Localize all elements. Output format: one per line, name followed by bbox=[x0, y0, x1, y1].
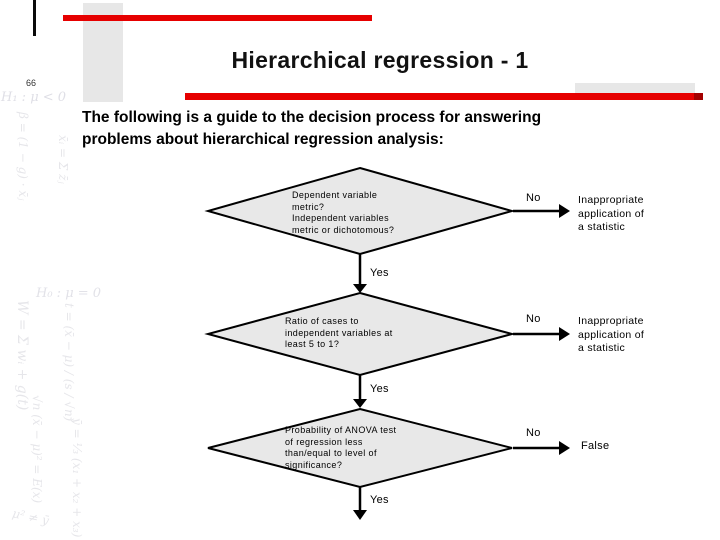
arrowhead-right-1 bbox=[559, 204, 570, 218]
decision-2-text: Ratio of cases to independent variables … bbox=[285, 316, 393, 349]
arrowhead-down-1 bbox=[353, 284, 367, 293]
no-label-2: No bbox=[526, 313, 541, 325]
watermark-formula: H₀ : μ = 0 bbox=[36, 286, 102, 301]
watermark-formula: H₁ : μ < 0 bbox=[1, 90, 67, 105]
no-result-1: Inappropriate application of a statistic bbox=[578, 194, 645, 233]
yes-label-3: Yes bbox=[370, 494, 389, 506]
top-red-accent-bar bbox=[63, 15, 372, 21]
yes-label-1: Yes bbox=[370, 267, 389, 279]
arrowhead-right-3 bbox=[559, 441, 570, 455]
slide-title: Hierarchical regression - 1 bbox=[231, 47, 529, 73]
no-result-2: Inappropriate application of a statistic bbox=[578, 315, 645, 354]
intro-line-1: The following is a guide to the decision… bbox=[82, 109, 542, 126]
red-bar-end-cap bbox=[694, 93, 703, 100]
no-result-3: False bbox=[581, 440, 610, 452]
arrowhead-right-2 bbox=[559, 327, 570, 341]
arrowhead-down-2 bbox=[353, 399, 367, 408]
arrowhead-down-3 bbox=[353, 510, 367, 520]
intro-text: The following is a guide to the decision… bbox=[82, 107, 672, 151]
slide-number: 66 bbox=[26, 78, 37, 88]
decision-3-text: Probability of ANOVA test of regression … bbox=[285, 425, 397, 470]
title-underline-red-bar bbox=[185, 93, 703, 100]
intro-line-2: problems about hierarchical regression a… bbox=[82, 131, 444, 148]
yes-label-2: Yes bbox=[370, 383, 389, 395]
no-label-3: No bbox=[526, 427, 541, 439]
decision-1-text: Dependent variable metric? Independent v… bbox=[292, 190, 395, 235]
decorative-gray-rect bbox=[575, 83, 695, 93]
no-label-1: No bbox=[526, 192, 541, 204]
top-left-accent-line bbox=[33, 0, 36, 36]
